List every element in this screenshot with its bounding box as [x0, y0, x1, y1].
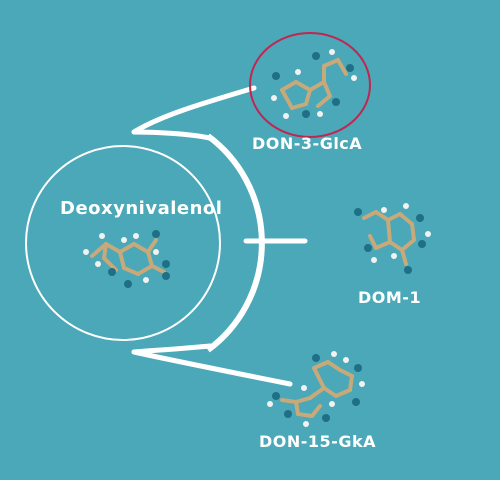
metabolite-label-bottom: DON-15-GkA [259, 432, 376, 451]
molecule-dom-1 [354, 203, 431, 274]
metabolite-label-middle: DOM-1 [358, 288, 422, 307]
parent-compound-circle [25, 145, 221, 341]
branch-line-bottom [131, 349, 293, 387]
molecule-don-15-gka [267, 351, 365, 427]
molecule-don-3-glca [271, 49, 357, 119]
molecule-deoxynivalenol [83, 230, 170, 288]
highlight-ring [249, 32, 371, 138]
parent-compound-label: Deoxynivalenol [60, 198, 223, 219]
metabolite-label-top: DON-3-GlcA [252, 134, 363, 153]
branch-line-bottom-inner [131, 343, 213, 355]
branch-line-top [131, 85, 257, 135]
branch-line-top-inner [131, 129, 213, 141]
